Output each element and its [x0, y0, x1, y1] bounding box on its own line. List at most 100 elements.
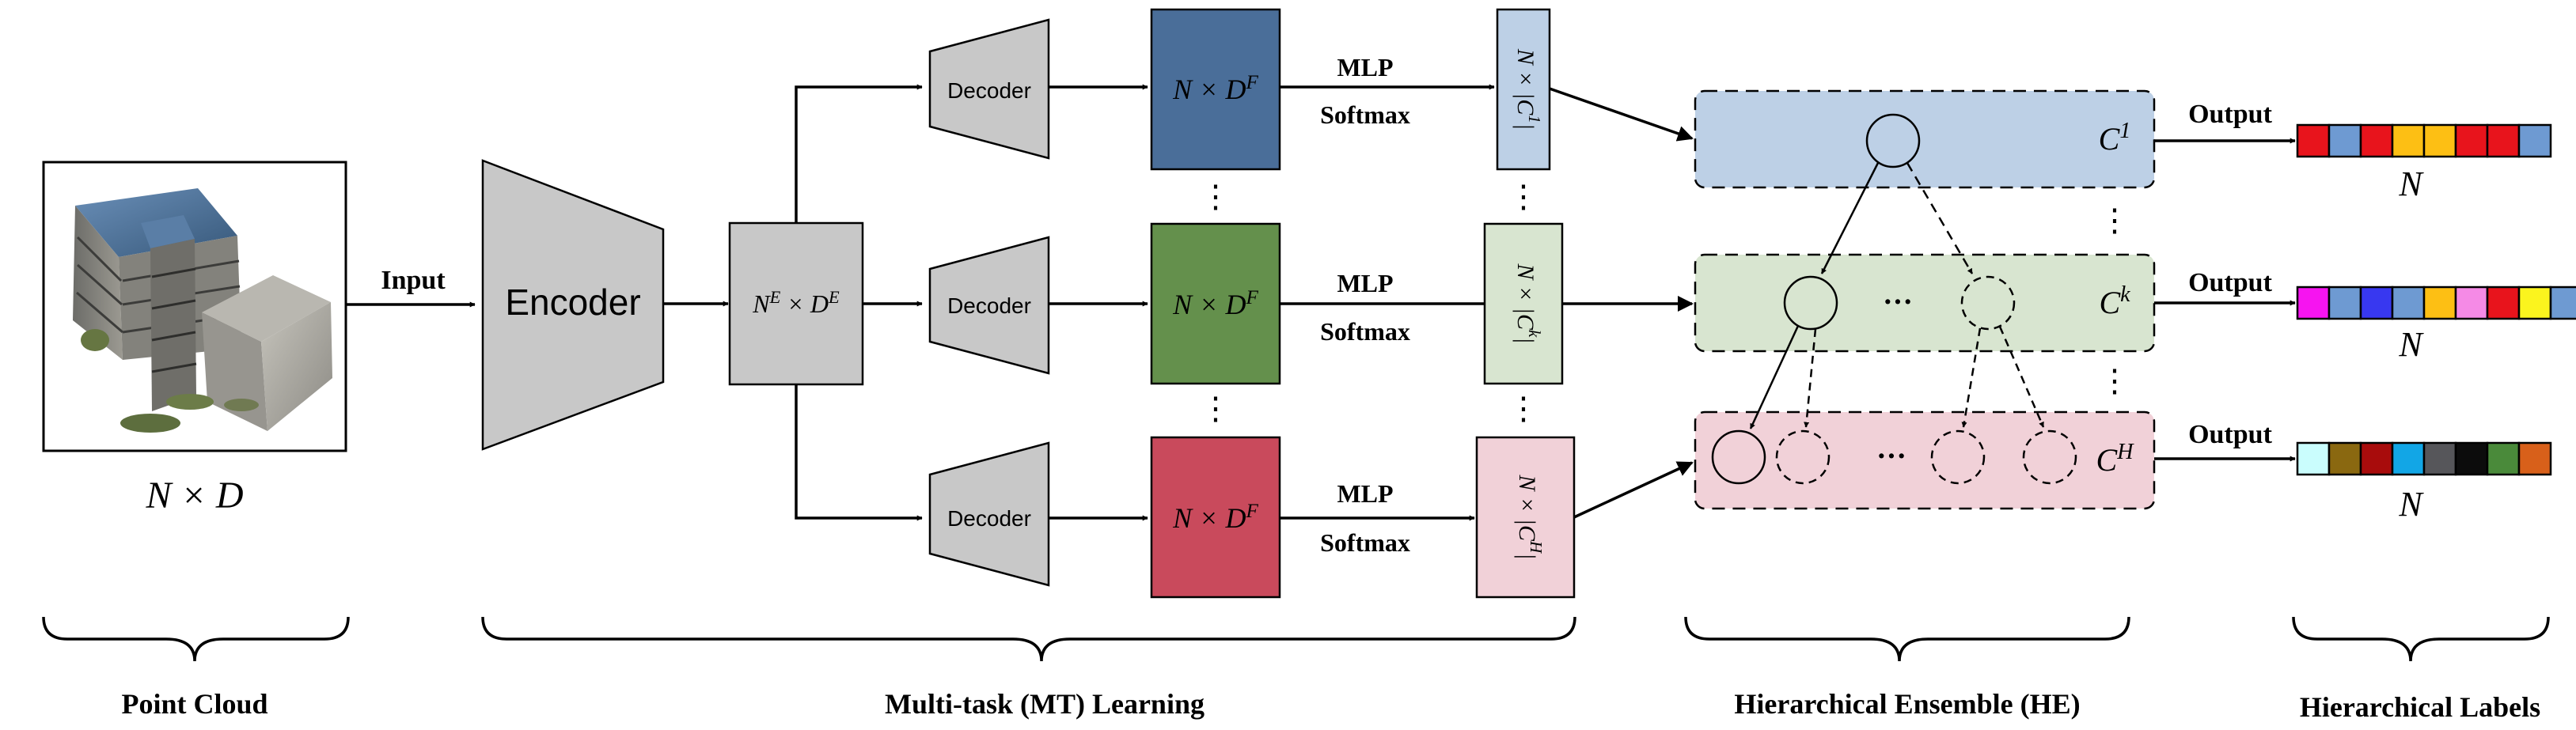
level-label: Ck — [2099, 282, 2130, 321]
mlp-label: MLP — [1337, 269, 1393, 297]
encoder-feature-box — [728, 221, 864, 386]
label-cell — [2517, 123, 2552, 158]
tree-node-dashed — [1930, 429, 1986, 485]
decoder-branch-3: Decoder N × DF MLP Softmax N × |CH| — [928, 436, 1576, 599]
branch-arrow-top — [795, 84, 923, 223]
node-ellipsis: ··· — [1876, 440, 1906, 473]
node-ellipsis: ··· — [1883, 286, 1913, 319]
brace-point-cloud — [42, 616, 350, 662]
label-cell — [2422, 441, 2457, 476]
decoder-feature-dims: N × DF — [1172, 501, 1258, 535]
label-strip-h — [2296, 441, 2552, 476]
class-prob-dims: N × |Ck| — [1512, 263, 1544, 343]
label-cell — [2517, 441, 2552, 476]
label-cell — [2328, 123, 2362, 158]
vertical-dots: ⋮ — [2099, 202, 2130, 238]
vertical-dots: ⋮ — [1200, 391, 1231, 426]
label-cell — [2359, 123, 2394, 158]
point-cloud-dims: N × D — [145, 475, 243, 516]
softmax-label: Softmax — [1320, 528, 1410, 557]
tree-edge — [1820, 162, 1880, 274]
encoder-block — [481, 159, 665, 451]
tree-edge-dashed — [1804, 328, 1817, 428]
class-prob-box — [1475, 436, 1576, 599]
label-cell — [2328, 286, 2362, 320]
decoder-feature-dims: N × DF — [1172, 72, 1258, 106]
label-cell — [2391, 441, 2426, 476]
class-prob-box — [1496, 8, 1551, 171]
brace-hierarchical-labels — [2292, 616, 2550, 662]
ensemble-level-1 — [1694, 89, 2156, 189]
label-strip-k — [2296, 286, 2576, 320]
decoder-branch-1: Decoder N × DF MLP Softmax N × |C1| — [928, 8, 1551, 171]
decoder-feature-box — [1150, 8, 1281, 171]
vertical-dots: ⋮ — [1508, 391, 1539, 426]
strip-length: N — [2398, 485, 2424, 524]
tree-node-dashed — [2022, 429, 2077, 485]
to-ensemble-arrow — [1549, 87, 1694, 142]
decoder-label: Decoder — [947, 78, 1031, 103]
level-label: C1 — [2099, 119, 2131, 157]
label-cell — [2422, 286, 2457, 320]
label-cell — [2454, 286, 2489, 320]
strip-length: N — [2398, 165, 2424, 203]
label-cell — [2549, 286, 2576, 320]
tree-node — [1783, 275, 1838, 331]
label-cell — [2454, 123, 2489, 158]
label-cell — [2328, 441, 2362, 476]
decoder-block — [928, 18, 1050, 160]
encoder-feature-dims: NE × DE — [752, 287, 840, 319]
tree-node — [1865, 113, 1921, 168]
point-cloud-panel: N × D — [42, 161, 347, 516]
brace-multi-task — [481, 616, 1576, 662]
decoder-feature-box — [1150, 222, 1281, 385]
vertical-dots: ⋮ — [1200, 179, 1231, 214]
label-cell — [2296, 441, 2331, 476]
vertical-dots: ⋮ — [1508, 179, 1539, 214]
label-cell — [2454, 441, 2489, 476]
tree-node-dashed — [1960, 275, 2016, 331]
tree-node — [1711, 429, 1766, 485]
section-title-multi-task: Multi-task (MT) Learning — [885, 688, 1205, 720]
tree-edge-dashed — [1906, 162, 1974, 274]
label-cell — [2296, 286, 2331, 320]
class-prob-dims: N × |C1| — [1512, 48, 1544, 130]
tree-edge — [1749, 325, 1800, 429]
decoder-label: Decoder — [947, 293, 1031, 318]
label-cell — [2517, 286, 2552, 320]
label-cell — [2391, 123, 2426, 158]
mlp-label: MLP — [1337, 479, 1393, 508]
label-cell — [2359, 441, 2394, 476]
brace-hierarchical-ensemble — [1684, 616, 2130, 662]
output-label: Output — [2188, 100, 2272, 129]
decoder-block — [928, 236, 1050, 375]
point-cloud-image — [73, 188, 332, 433]
label-cell — [2486, 123, 2521, 158]
label-strip-1 — [2296, 123, 2552, 158]
section-title-labels: Hierarchical Labels — [2300, 691, 2540, 723]
label-cell — [2359, 286, 2394, 320]
output-label: Output — [2188, 420, 2272, 449]
input-arrow-label: Input — [381, 266, 446, 295]
decoder-label: Decoder — [947, 506, 1031, 531]
section-title-point-cloud: Point Cloud — [121, 688, 267, 720]
tree-edge-dashed — [1998, 326, 2045, 428]
decoder-block — [928, 441, 1050, 587]
encoder-label: Encoder — [505, 282, 640, 323]
label-cell — [2486, 441, 2521, 476]
strip-length: N — [2398, 325, 2424, 364]
output-label: Output — [2188, 268, 2272, 297]
class-prob-dims: N × |CH| — [1514, 475, 1546, 560]
level-label: CH — [2096, 440, 2135, 478]
label-cell — [2391, 286, 2426, 320]
softmax-label: Softmax — [1320, 100, 1410, 129]
tree-edge-dashed — [1961, 327, 1982, 428]
section-title-ensemble: Hierarchical Ensemble (HE) — [1734, 688, 2080, 720]
to-ensemble-arrow — [1573, 461, 1694, 519]
tree-node-dashed — [1775, 429, 1831, 485]
softmax-label: Softmax — [1320, 317, 1410, 346]
label-cell — [2296, 123, 2331, 158]
branch-arrow-bottom — [795, 384, 923, 521]
decoder-feature-dims: N × DF — [1172, 287, 1258, 321]
